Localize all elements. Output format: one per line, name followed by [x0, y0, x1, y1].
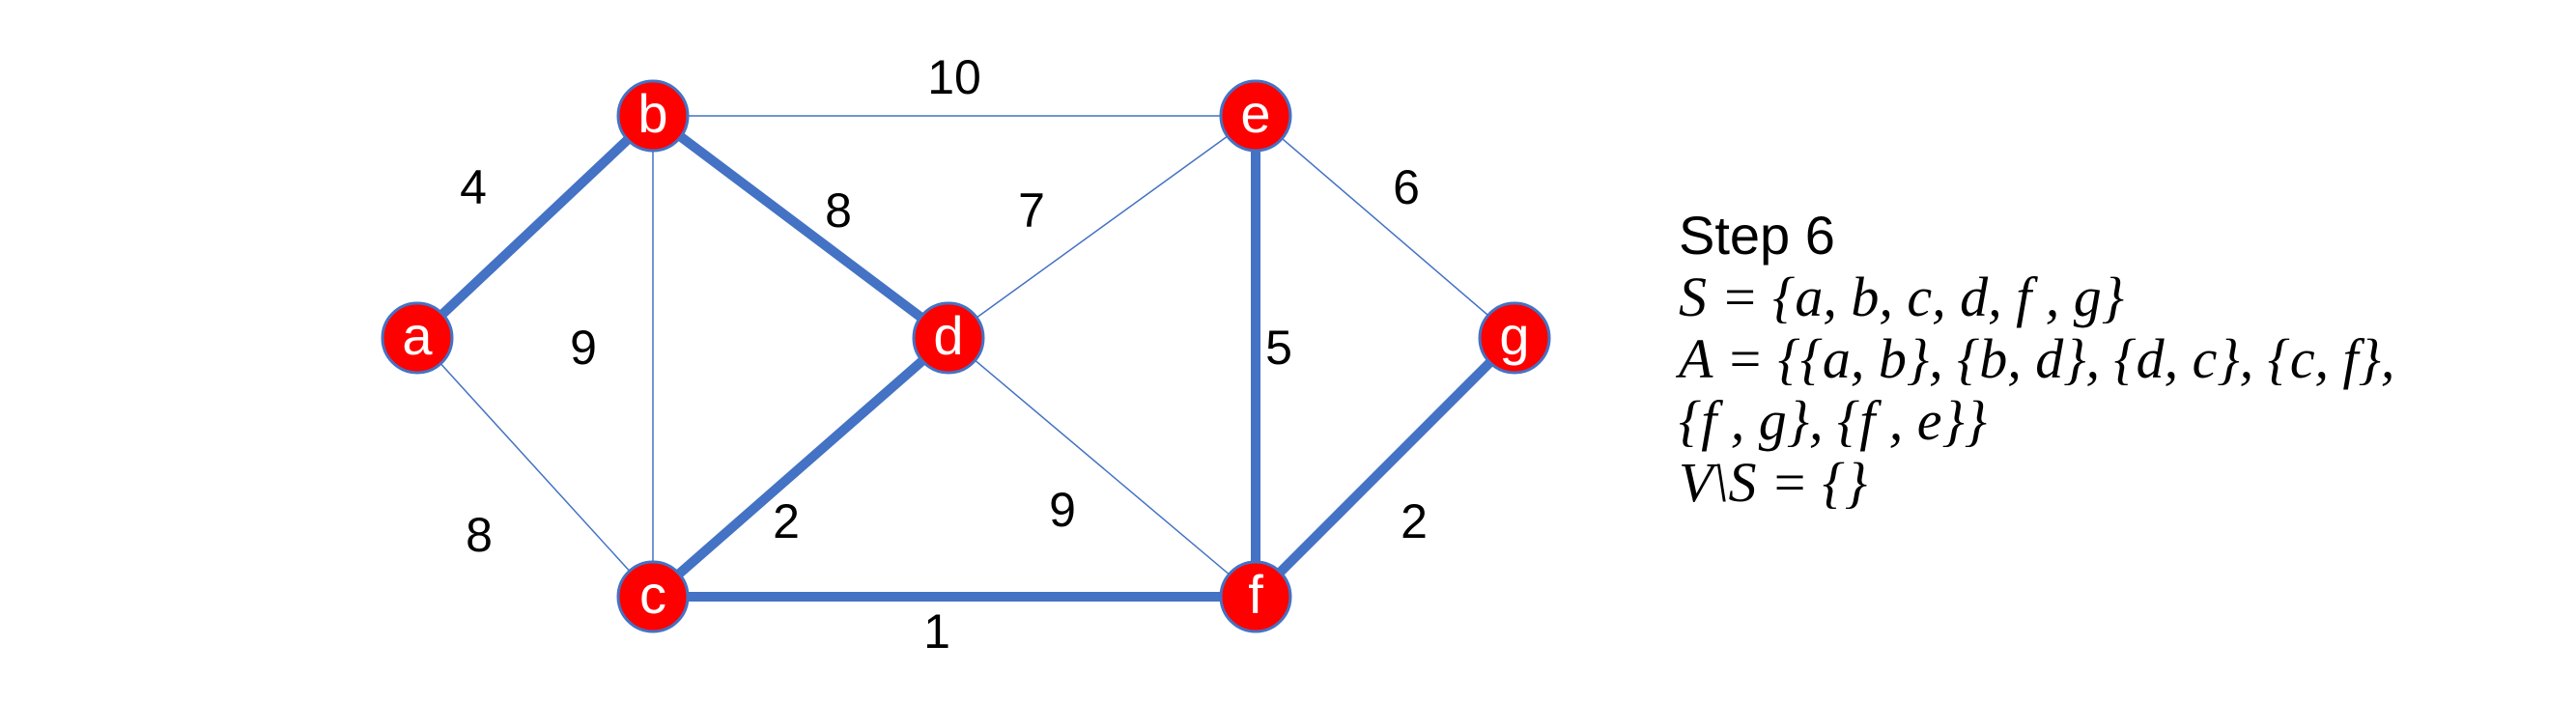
edge-d-c	[648, 333, 953, 602]
node-label-c: c	[639, 564, 666, 625]
node-c: c	[616, 560, 690, 633]
weights-layer: 4 8 9 8 10 7 2 9 1 5 6 2	[460, 50, 1428, 659]
edge-weight-d-e: 7	[1018, 183, 1045, 238]
node-label-d: d	[933, 305, 963, 366]
nodes-layer: a b c d e f g	[381, 79, 1551, 633]
node-circle-d	[912, 301, 985, 375]
node-e: e	[1219, 79, 1292, 153]
edge-weight-b-d: 8	[825, 183, 852, 238]
node-label-b: b	[637, 83, 667, 144]
edge-weight-c-f: 1	[923, 604, 950, 659]
set-a-line-1: A = {{a, b}, {b, d}, {d, c}, {c, f},	[1679, 327, 2395, 390]
edge-d-e	[948, 115, 1257, 339]
node-g: g	[1478, 301, 1551, 375]
node-b: b	[616, 79, 690, 153]
edge-weight-b-e: 10	[927, 50, 981, 104]
edge-weight-b-c: 9	[570, 321, 597, 375]
edge-weight-d-c: 2	[773, 494, 800, 548]
node-a: a	[381, 301, 454, 375]
edge-weight-d-f: 9	[1049, 483, 1076, 537]
node-d: d	[912, 301, 985, 375]
node-f: f	[1219, 560, 1292, 633]
set-v-minus-s: V\S = {}	[1679, 451, 1868, 514]
set-s: S = {a, b, c, d, f , g}	[1679, 266, 2124, 328]
step-title: Step 6	[1679, 205, 1835, 266]
node-circle-g	[1478, 301, 1551, 375]
set-a-line-2: {f , g}, {f , e}}	[1679, 389, 1987, 452]
edge-d-f	[948, 337, 1257, 598]
edge-f-g	[1251, 333, 1519, 602]
node-circle-c	[616, 560, 690, 633]
node-label-g: g	[1499, 305, 1529, 366]
edge-b-d	[648, 111, 953, 343]
edge-weight-a-b: 4	[460, 160, 487, 214]
node-label-e: e	[1240, 83, 1270, 144]
node-circle-a	[381, 301, 454, 375]
edges-layer	[412, 111, 1519, 602]
edge-weight-f-g: 2	[1401, 494, 1428, 548]
edge-weight-a-c: 8	[466, 508, 493, 562]
node-circle-e	[1219, 79, 1292, 153]
node-circle-b	[616, 79, 690, 153]
edge-a-c	[416, 337, 654, 598]
node-label-f: f	[1248, 564, 1263, 625]
node-circle-f	[1219, 560, 1292, 633]
step-panel: Step 6 S = {a, b, c, d, f , g} A = {{a, …	[1679, 205, 2548, 514]
edge-weight-e-g: 6	[1393, 160, 1420, 214]
edge-weight-e-f: 5	[1265, 321, 1292, 375]
edge-e-g	[1255, 115, 1515, 339]
node-label-a: a	[402, 305, 433, 366]
edge-a-b	[412, 111, 658, 343]
